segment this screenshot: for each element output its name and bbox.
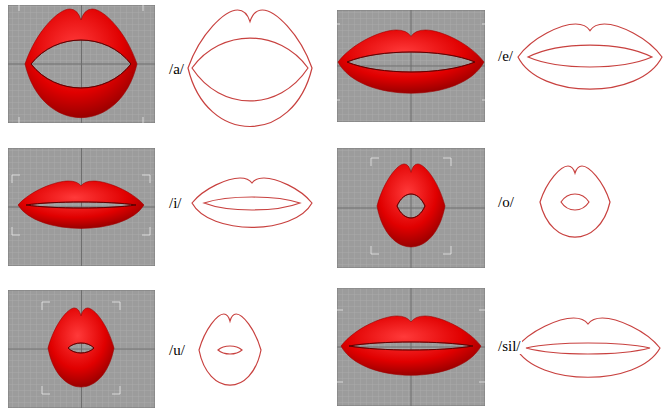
lip-render <box>337 10 485 122</box>
lip-render <box>8 290 155 408</box>
lip-outline <box>518 24 662 89</box>
lip-render <box>8 5 155 123</box>
lip-outline <box>192 178 312 227</box>
phoneme-label: /sil/ <box>497 339 522 354</box>
lip-outline <box>188 10 312 127</box>
phoneme-label: /i/ <box>168 196 183 211</box>
phoneme-label: /o/ <box>497 195 515 210</box>
phoneme-label: /e/ <box>497 49 514 64</box>
lip-render <box>8 148 155 266</box>
lip-render <box>337 288 485 406</box>
lip-outline <box>199 314 261 385</box>
phoneme-label: /a/ <box>168 62 185 77</box>
lip-outline <box>540 166 610 237</box>
phoneme-label: /u/ <box>168 343 186 358</box>
lip-outline <box>516 318 660 377</box>
lip-render <box>337 148 485 268</box>
